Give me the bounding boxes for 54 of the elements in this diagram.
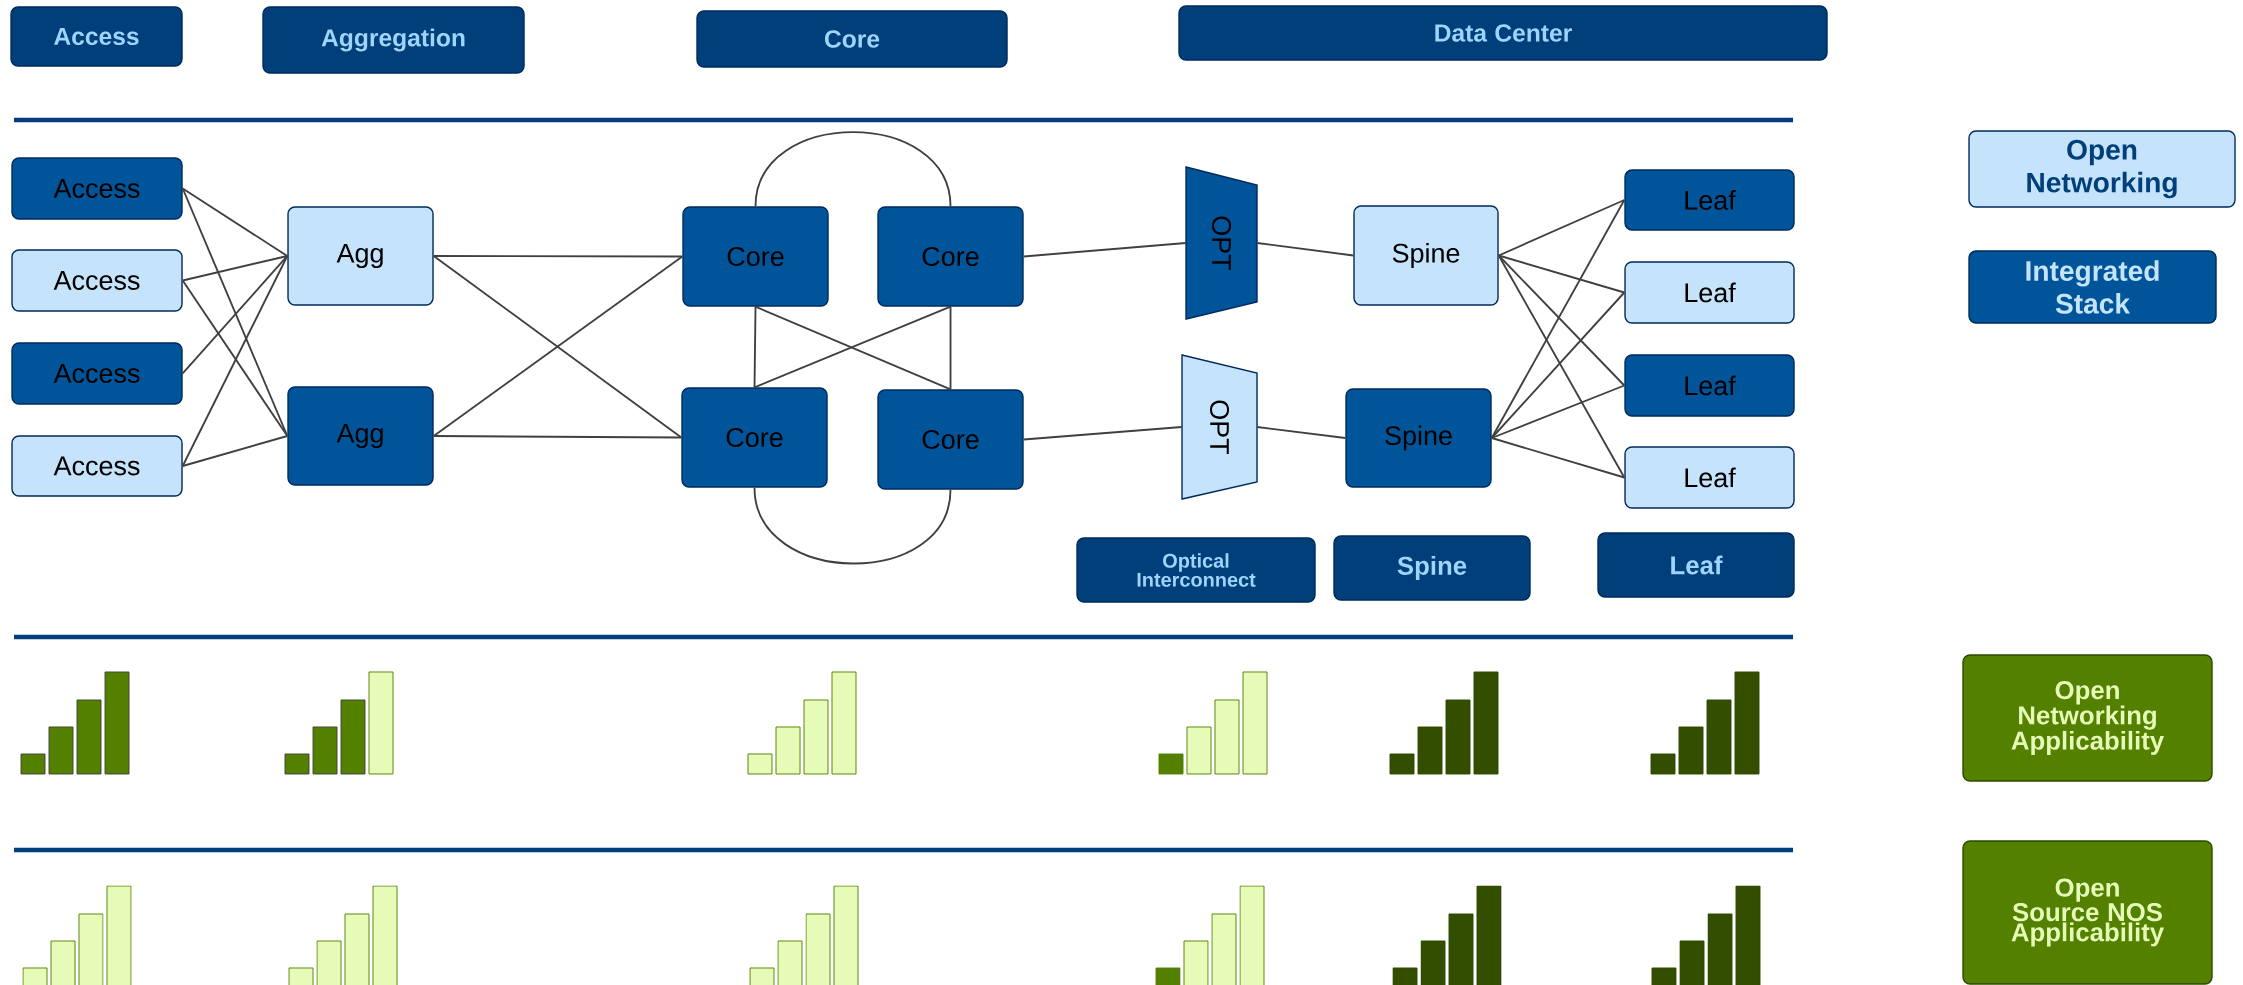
- switch-box: Spine: [1345, 388, 1492, 488]
- legend-label: Open Networking: [2027, 139, 2177, 199]
- switch-box: Leaf: [1624, 446, 1795, 509]
- switch-box: Leaf: [1624, 261, 1795, 324]
- connector-line: [181, 255, 289, 282]
- optical-module: OPT: [1181, 354, 1258, 500]
- connector-line: [432, 255, 684, 258]
- connector-line: [181, 435, 289, 467]
- connector-line: [1490, 199, 1626, 439]
- switch-box: Core: [682, 206, 829, 307]
- switch-box: Core: [877, 206, 1024, 307]
- connector-line: [1022, 426, 1183, 441]
- switch-box: Access: [11, 435, 183, 497]
- connector-line: [1490, 384, 1626, 439]
- connector-line: [181, 187, 289, 437]
- connector-line: [753, 486, 952, 565]
- connector-line: [1256, 426, 1347, 439]
- connector-line: [181, 255, 289, 375]
- switch-box: Access: [11, 249, 183, 312]
- switch-box: Access: [11, 157, 183, 220]
- connector-line: [1497, 254, 1626, 479]
- connector-line: [1497, 254, 1626, 387]
- connector-line: [1022, 242, 1187, 258]
- connector-line: [754, 131, 952, 208]
- connector-line: [1497, 254, 1626, 294]
- tier-label: Leaf: [1597, 532, 1795, 598]
- connector-line: [432, 435, 683, 439]
- connector-line: [1490, 291, 1626, 439]
- optical-module: OPT: [1185, 166, 1258, 320]
- applicability-box: Open Networking Applicability: [1962, 654, 2213, 782]
- connector-line: [1256, 242, 1355, 257]
- tier-label: Optical Interconnect: [1076, 537, 1316, 603]
- section-header: Data Center: [1178, 5, 1828, 61]
- connector-line: [181, 255, 289, 467]
- switch-box: Spine: [1353, 205, 1499, 306]
- switch-box: Agg: [287, 386, 434, 486]
- applicability-box: Open Source NOS Applicability: [1962, 840, 2213, 985]
- section-header: Access: [10, 6, 183, 67]
- switch-box: Access: [11, 342, 183, 405]
- connector-line: [949, 305, 952, 391]
- connector-line: [1497, 199, 1626, 257]
- section-header: Core: [696, 10, 1008, 68]
- switch-box: Core: [681, 387, 828, 488]
- switch-box: Core: [877, 389, 1024, 490]
- legend-label: Integrated Stack: [2026, 260, 2159, 314]
- connector-line: [181, 279, 289, 437]
- connector-line: [1490, 437, 1626, 479]
- section-header: Aggregation: [262, 6, 525, 74]
- switch-box: Leaf: [1624, 169, 1795, 231]
- switch-box: Leaf: [1624, 354, 1795, 417]
- connector-line: [753, 305, 757, 389]
- tier-label: Spine: [1333, 535, 1531, 601]
- connector-line: [181, 187, 289, 257]
- switch-box: Agg: [287, 206, 434, 306]
